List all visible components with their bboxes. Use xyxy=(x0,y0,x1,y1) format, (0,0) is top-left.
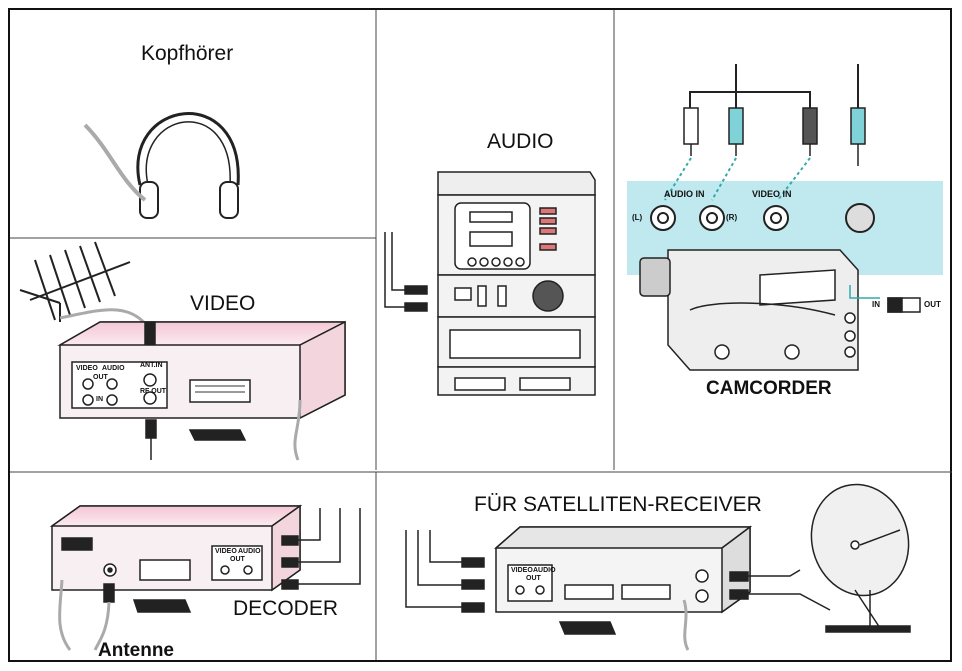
antenna-label: Antenne xyxy=(98,640,174,661)
satellite-dish-icon xyxy=(810,483,911,633)
left-channel-label: (L) xyxy=(632,213,643,222)
vcr-in-label: IN xyxy=(96,396,103,403)
rca-plugs xyxy=(683,107,866,166)
headphones-title: Kopfhörer xyxy=(141,42,234,65)
decoder-title: DECODER xyxy=(233,597,339,620)
in-out-switch xyxy=(849,285,921,313)
sat-out-jack-label: OUT xyxy=(526,575,541,582)
vcr-out-label: OUT xyxy=(93,374,108,381)
camcorder-title: CAMCORDER xyxy=(706,378,832,399)
headphones-illustration xyxy=(83,112,240,219)
switch-in-label: IN xyxy=(872,300,880,309)
audio-title: AUDIO xyxy=(487,130,554,153)
decoder-out-jack-label: OUT xyxy=(230,556,245,563)
video-title: VIDEO xyxy=(190,292,256,315)
switch-out-label: OUT xyxy=(924,300,941,309)
sat-video-jack-label: VIDEO xyxy=(511,567,533,574)
decoder-video-jack-label: VIDEO xyxy=(215,548,237,555)
antenna-icon xyxy=(19,241,152,331)
vcr-antin-label: ANT.IN xyxy=(140,362,163,369)
camcorder-body xyxy=(639,249,859,371)
audio-in-label: AUDIO IN xyxy=(664,189,705,199)
sat-audio-jack-label: AUDIO xyxy=(533,567,556,574)
panel-dividers xyxy=(10,10,952,660)
hifi-stack xyxy=(384,171,596,396)
video-in-label: VIDEO IN xyxy=(752,189,792,199)
satellite-title: FÜR SATELLITEN-RECEIVER xyxy=(474,493,762,516)
decoder-audio-jack-label: AUDIO xyxy=(238,548,261,555)
camcorder-jacks xyxy=(650,203,875,233)
right-channel-label: (R) xyxy=(726,213,738,222)
vcr-rfout-label: RF OUT xyxy=(140,388,167,395)
satellite-receiver xyxy=(405,525,831,651)
vcr-video-jack-label: VIDEO xyxy=(76,365,98,372)
decoder-device xyxy=(49,504,361,651)
vcr-device xyxy=(57,320,346,461)
camcorder-cables xyxy=(689,64,859,108)
vcr-audio-jack-label: AUDIO xyxy=(102,365,125,372)
plug-guides xyxy=(664,157,811,201)
